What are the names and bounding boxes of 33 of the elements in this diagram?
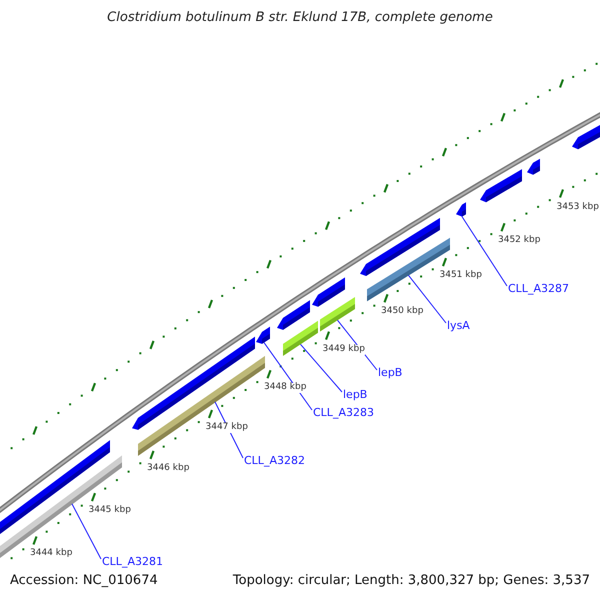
leader-line	[408, 274, 446, 324]
scale-label: 3453 kbp	[556, 202, 599, 212]
scale-label: 3450 kbp	[381, 307, 424, 318]
gene-feature	[527, 158, 540, 175]
gene-label: lysA	[447, 320, 470, 332]
gene-feature	[572, 125, 600, 150]
gene-feature	[312, 277, 345, 307]
gene-label: CLL_A3283	[313, 407, 374, 420]
diagram-title: Clostridium botulinum B str. Eklund 17B, complete genome	[106, 11, 494, 26]
gene-feature	[277, 300, 310, 330]
gene-label: CLL_A3287	[508, 283, 569, 296]
scale-label: 3451 kbp	[440, 271, 482, 282]
gene-label: lepB	[378, 367, 402, 380]
gene-label: CLL_A3282	[244, 455, 305, 468]
scale-label: 3445 kbp	[88, 506, 131, 516]
gene-feature	[480, 169, 522, 202]
gene-feature	[283, 320, 318, 356]
leader-line	[300, 344, 342, 392]
gene-label: CLL_A3281	[102, 556, 163, 568]
scale-label: 3448 kbp	[264, 383, 306, 394]
scale-label: 3444 kbp	[30, 549, 72, 560]
gene-feature	[256, 326, 270, 344]
accession-text: Accession: NC_010674	[10, 574, 158, 588]
leader-line	[72, 503, 102, 560]
scale-label: 3452 kbp	[498, 236, 540, 246]
scale-label: 3449 kbp	[322, 344, 365, 355]
gene-feature	[456, 202, 466, 217]
gene-feature	[320, 297, 355, 332]
leader-line	[462, 216, 508, 286]
scale-label: 3446 kbp	[147, 464, 190, 474]
gene-label: lepB	[343, 389, 368, 402]
genome-stats-text: Topology: circular; Length: 3,800,327 bp; Genes: 3,537	[232, 574, 590, 588]
scale-label: 3447 kbp	[206, 422, 248, 433]
